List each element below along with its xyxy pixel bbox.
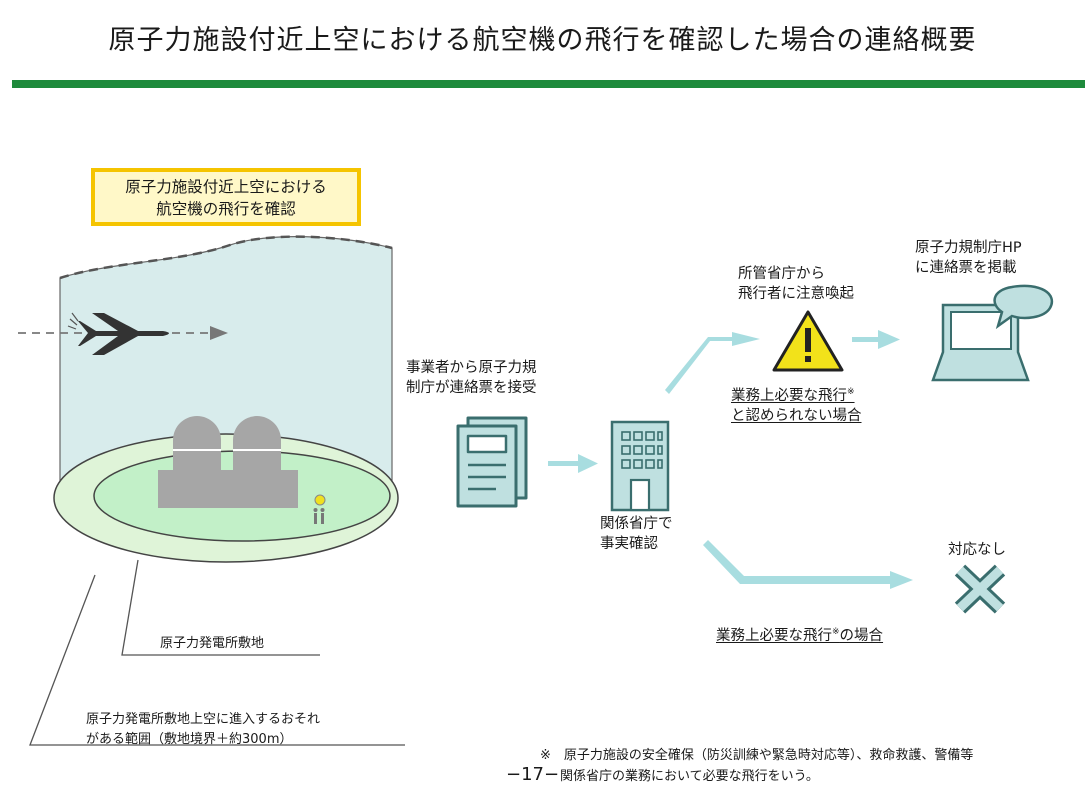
- flight-confirmed-callout: 原子力施設付近上空における 航空機の飛行を確認: [91, 168, 361, 226]
- publish-line1: 原子力規制庁HP: [915, 240, 1022, 256]
- not-needed-text: 業務上必要な飛行: [731, 387, 847, 404]
- receive-form-label: 事業者から原子力規 制庁が連絡票を接受: [406, 358, 537, 398]
- callout-line2: 航空機の飛行を確認: [156, 200, 296, 218]
- footnote-line1: ※ 原子力施設の安全確保（防災訓練や緊急時対応等）、救命救護、警備等: [540, 748, 974, 763]
- flight-path-arrow: [18, 326, 228, 340]
- receive-form-line1: 事業者から原子力規: [406, 360, 537, 376]
- footnote-line2: 関係省庁の業務において必要な飛行をいう。: [560, 769, 819, 784]
- drone-operators-icon: [313, 494, 326, 524]
- flow-arrows: [548, 330, 913, 589]
- approach-range-line1: 原子力発電所敷地上空に進入するおそれ: [86, 712, 321, 727]
- no-action-cross-fill: [956, 566, 1004, 612]
- needed-condition-label: 業務上必要な飛行※の場合: [716, 622, 883, 646]
- page-number: −17−: [506, 764, 560, 785]
- laptop-website-icon: [931, 284, 1053, 382]
- fact-check-line1: 関係省庁で: [600, 516, 673, 532]
- airplane-icon: [67, 312, 169, 355]
- needed-suffix: の場合: [839, 627, 884, 644]
- note-mark: ※: [832, 627, 840, 637]
- approach-range-label: 原子力発電所敷地上空に進入するおそれ がある範囲（敷地境界＋約300m）: [86, 710, 320, 750]
- warning-line1: 所管省庁から: [738, 266, 825, 282]
- note-mark: ※: [847, 387, 855, 397]
- not-needed-line1: 業務上必要な飛行※: [731, 382, 862, 406]
- title-rule: [12, 80, 1085, 88]
- needed-text: 業務上必要な飛行: [716, 627, 832, 644]
- warning-line2: 飛行者に注意喚起: [738, 286, 854, 302]
- warning-icon: [772, 310, 844, 372]
- fact-check-label: 関係省庁で 事実確認: [600, 514, 673, 554]
- approach-range-line2: がある範囲（敷地境界＋約300m）: [86, 732, 293, 747]
- government-building-icon: [610, 420, 670, 512]
- plant-site-label: 原子力発電所敷地: [160, 636, 265, 651]
- leader-lines: [29, 559, 405, 746]
- power-plant-icon: [158, 416, 298, 508]
- no-action-label: 対応なし: [948, 542, 1006, 558]
- warning-label: 所管省庁から 飛行者に注意喚起: [738, 264, 854, 304]
- publish-label: 原子力規制庁HP に連絡票を掲載: [915, 238, 1022, 278]
- publish-line2: に連絡票を掲載: [915, 260, 1017, 276]
- fact-check-line2: 事実確認: [600, 536, 658, 552]
- page-title: 原子力施設付近上空における航空機の飛行を確認した場合の連絡概要: [108, 25, 977, 56]
- not-needed-condition-label: 業務上必要な飛行※ と認められない場合: [731, 382, 862, 426]
- not-needed-line2: と認められない場合: [731, 407, 862, 424]
- report-form-icon: [456, 416, 528, 508]
- receive-form-line2: 制庁が連絡票を接受: [406, 380, 537, 396]
- callout-line1: 原子力施設付近上空における: [125, 178, 327, 196]
